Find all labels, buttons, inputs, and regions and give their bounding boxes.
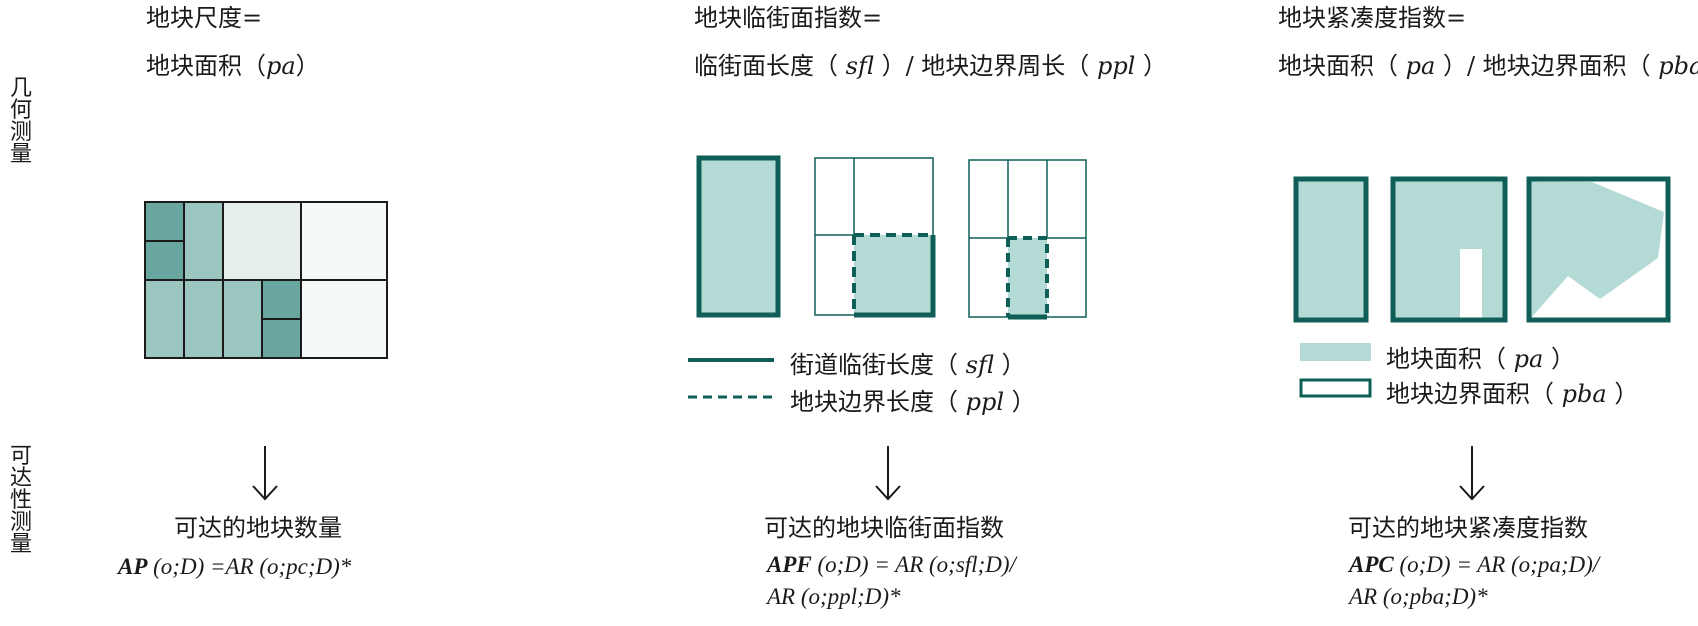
parcel-cell [222,279,263,359]
legend-parcel-area: 地块面积（ pa ） [1386,345,1575,373]
col3-result-formula-line1: APC (o;D) = AR (o;pa;D)/ [1349,552,1600,577]
arrow-down-icon [875,446,901,501]
parcel-cell [300,279,388,359]
parcel-cell [261,318,302,359]
geometry-measure-label: 几 何 测 量 [9,76,32,167]
frontage-diagram-3 [968,159,1087,320]
parcel-cell [183,201,224,281]
legend-parcel-boundary: 地块边界长度（ ppl ） [790,388,1036,416]
col2-result-formula-line1: APF (o;D) = AR (o;sfl;D)/ [767,552,1016,577]
legend-fill-swatch [1300,343,1371,361]
col3-result-label: 可达的地块紧凑度指数 [1348,514,1588,542]
arrow-down-icon [252,446,278,501]
parcel-cell [144,279,185,359]
parcel-cell [261,279,302,320]
parcel-cell [300,201,388,281]
col3-formula: 地块面积（ pa ）/ 地块边界面积（ pba ） [1278,52,1698,80]
compactness-diagram-1 [1293,176,1369,323]
parcel-size-diagram [144,201,388,359]
col1-result-formula: AP (o;D) =AR (o;pc;D)* [118,554,352,579]
col1-formula: 地块面积（pa） [146,52,320,80]
col2-result-formula-line2: AR (o;ppl;D)* [767,584,901,609]
frontage-diagram-2 [814,157,936,318]
col2-title: 地块临街面指数= [694,4,883,32]
accessibility-measure-label: 可 达 性 测 量 [9,444,32,557]
col3-result-formula-line2: AR (o;pba;D)* [1349,584,1488,609]
parcel-cell [222,201,302,281]
legend-boundary-area: 地块边界面积（ pba ） [1386,380,1639,408]
frontage-diagram-1 [696,155,781,318]
compactness-diagram-3 [1526,176,1671,323]
legend-street-frontage: 街道临街长度（ sfl ） [790,351,1026,379]
col2-result-label: 可达的地块临街面指数 [764,514,1004,542]
parcel-cell [144,240,185,281]
col2-formula: 临街面长度（ sfl ）/ 地块边界周长（ ppl ） [694,52,1167,80]
parcel-cell [183,279,224,359]
arrow-down-icon [1459,446,1485,501]
col1-result-label: 可达的地块数量 [174,514,342,542]
compactness-diagram-2 [1390,176,1508,323]
legend-outline-swatch [1299,378,1372,398]
parcel-cell [144,201,185,242]
col3-title: 地块紧凑度指数= [1278,4,1467,32]
col1-title: 地块尺度= [146,4,263,32]
